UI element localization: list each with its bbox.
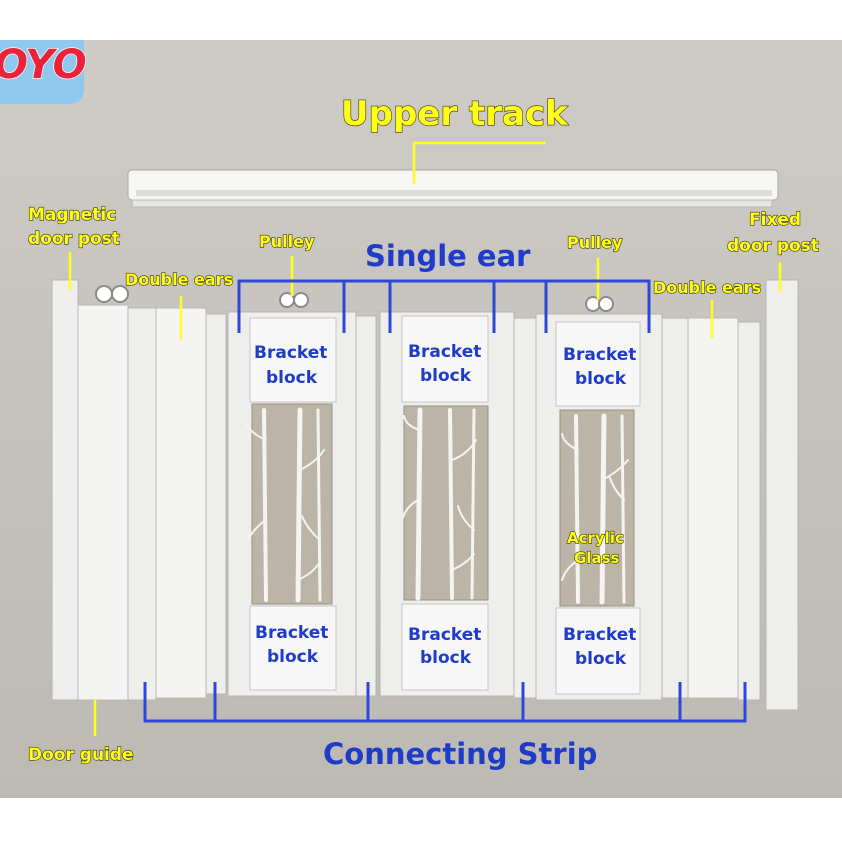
bracket-block-bottom-1-line1: Bracket: [255, 623, 328, 643]
double-ears-left-label: Double ears: [125, 270, 233, 289]
brand-logo: OYO: [0, 40, 87, 104]
logo-badge: [0, 40, 84, 104]
bracket-block-top-3-line2: block: [575, 369, 627, 389]
fixed-post-label-line2: door post: [727, 236, 819, 256]
bracket-block-top-3: [555, 321, 641, 407]
upper-track: [127, 169, 779, 208]
upper-track-lip: [131, 199, 773, 208]
glass-panel-2: [379, 311, 537, 699]
bracket-block-top-3-line1: Bracket: [563, 345, 636, 365]
double-ear-right: [661, 317, 689, 699]
yellow-leader-lines: [68, 141, 782, 736]
fixed-door-post: [765, 279, 799, 711]
glass-panel-1: [227, 311, 377, 697]
acrylic-glass-label-line1: Acrylic: [567, 529, 624, 547]
double-ears-right-label: Double ears: [653, 278, 761, 297]
pulley-wheel-icon: [95, 285, 614, 312]
logo-text: OYO: [0, 42, 87, 88]
upper-track-label: Upper track: [341, 94, 569, 134]
single-ear-bracket: [237, 279, 651, 333]
bracket-block-bottom-3: [555, 607, 641, 695]
magnetic-post-label-line2: door post: [28, 229, 120, 249]
left-panel-1: [77, 304, 129, 701]
bracket-block-bottom-2: [401, 603, 489, 691]
double-ear-left: [127, 307, 157, 701]
magnetic-post-label-line1: Magnetic: [28, 205, 116, 225]
magnetic-door-post: [51, 279, 79, 701]
right-connector: [737, 321, 761, 701]
connecting-strip-label: Connecting Strip: [323, 737, 597, 771]
bracket-block-bottom-2-line1: Bracket: [408, 625, 481, 645]
upper-track-leader: [412, 141, 546, 184]
bamboo-pattern-3: [561, 413, 629, 605]
bracket-block-top-1-line1: Bracket: [254, 343, 327, 363]
bracket-block-top-1: [249, 317, 337, 403]
left-panel-2: [155, 307, 207, 699]
acrylic-glass-label-line2: Glass: [574, 549, 620, 567]
bracket-block-top-2-line2: block: [420, 366, 472, 386]
glass-panel-3: [535, 313, 663, 701]
pulley-right-label: Pulley: [567, 233, 623, 252]
right-door-section: [661, 279, 799, 711]
bracket-block-bottom-1: [249, 605, 337, 691]
bracket-block-top-2: [401, 315, 489, 403]
pulley-left-label: Pulley: [259, 232, 315, 251]
bracket-block-bottom-2-line2: block: [420, 648, 472, 668]
left-door-section: [51, 279, 227, 701]
bracket-block-bottom-1-line2: block: [267, 647, 319, 667]
bamboo-pattern-2: [401, 407, 477, 601]
bamboo-pattern-1: [245, 407, 325, 603]
bracket-block-top-1-line2: block: [266, 368, 318, 388]
bracket-block-bottom-3-line2: block: [575, 649, 627, 669]
upper-track-groove: [136, 190, 772, 196]
single-ear-label: Single ear: [365, 239, 531, 273]
bracket-block-bottom-3-line1: Bracket: [563, 625, 636, 645]
bracket-block-top-2-line1: Bracket: [408, 342, 481, 362]
left-connector: [205, 313, 227, 695]
door-guide-label: Door guide: [28, 745, 134, 765]
fixed-post-label-line1: Fixed: [749, 210, 801, 230]
connecting-strip-bracket: [143, 682, 747, 723]
right-panel-1: [687, 317, 739, 699]
